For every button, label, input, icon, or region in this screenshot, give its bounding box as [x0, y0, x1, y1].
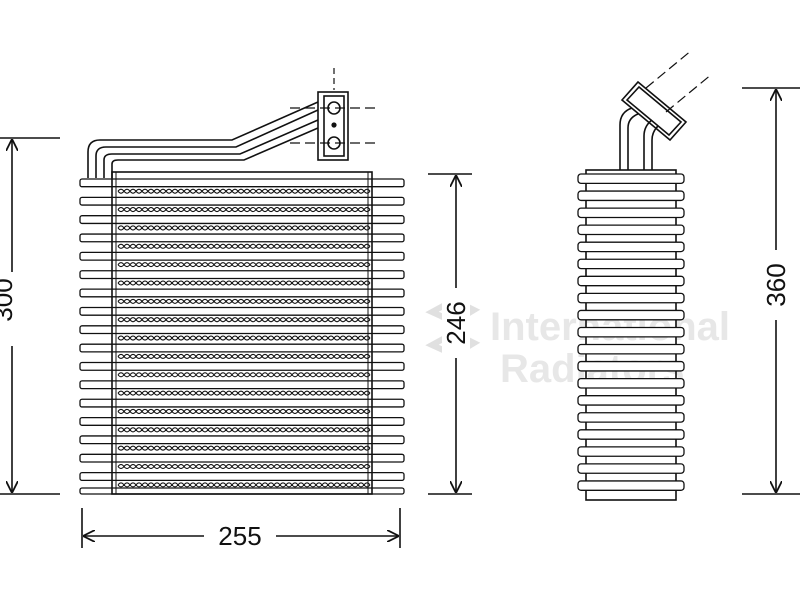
- side-fin-row: [577, 275, 685, 287]
- side-view: [577, 49, 713, 501]
- front-fin-row: [79, 288, 405, 304]
- dimension-255-label: 255: [218, 521, 261, 551]
- front-fin-row: [79, 306, 405, 323]
- side-fin-row: [577, 258, 685, 270]
- front-pipes: [87, 101, 319, 178]
- front-flange: [290, 68, 378, 161]
- side-pipes: [619, 107, 659, 170]
- front-fin-row: [79, 325, 405, 341]
- side-fin-row: [577, 446, 685, 457]
- side-fin-row: [577, 343, 685, 355]
- side-fin-row: [577, 173, 685, 185]
- front-fin-row: [79, 233, 405, 249]
- side-fin-rows: [577, 173, 685, 491]
- side-fin-row: [577, 429, 685, 440]
- front-fin-row: [79, 435, 405, 451]
- front-fin-row: [79, 416, 405, 433]
- dimension-360-label-bg: [762, 250, 790, 320]
- front-fin-row: [79, 343, 405, 359]
- front-fin-row: [79, 380, 405, 396]
- side-fin-row: [577, 326, 685, 338]
- front-fin-row: [79, 270, 405, 286]
- side-fin-row: [577, 207, 685, 219]
- side-fin-row: [577, 224, 685, 236]
- dimension-246-label: 246: [441, 301, 471, 344]
- front-fin-row: [79, 196, 405, 213]
- side-fin-row: [577, 360, 685, 372]
- front-fin-rows: [79, 178, 405, 495]
- front-fin-row: [79, 361, 405, 378]
- front-fin-row: [79, 251, 405, 268]
- dimension-300-label: 300: [0, 278, 18, 321]
- side-fin-row: [577, 292, 685, 304]
- side-fin-row: [577, 377, 685, 389]
- side-fin-row: [577, 463, 685, 474]
- front-fin-row: [79, 215, 405, 231]
- dimension-300-label-bg: [0, 272, 26, 346]
- side-fin-row: [577, 480, 685, 491]
- side-fin-row: [577, 395, 685, 406]
- side-flange: [620, 49, 713, 142]
- front-fin-row: [79, 471, 405, 488]
- side-fin-row: [577, 241, 685, 253]
- front-fin-row: [79, 398, 405, 414]
- dimension-246-label-bg: [442, 288, 470, 358]
- side-fin-row: [577, 309, 685, 321]
- side-fin-row: [577, 412, 685, 423]
- front-fin-row: [79, 453, 405, 470]
- dimension-255-label-bg: [204, 522, 276, 550]
- side-fin-row: [577, 190, 685, 202]
- front-view: [79, 68, 405, 495]
- dimension-360-label: 360: [761, 263, 791, 306]
- front-bottom-plate: [79, 487, 405, 495]
- front-fin-row: [79, 178, 405, 194]
